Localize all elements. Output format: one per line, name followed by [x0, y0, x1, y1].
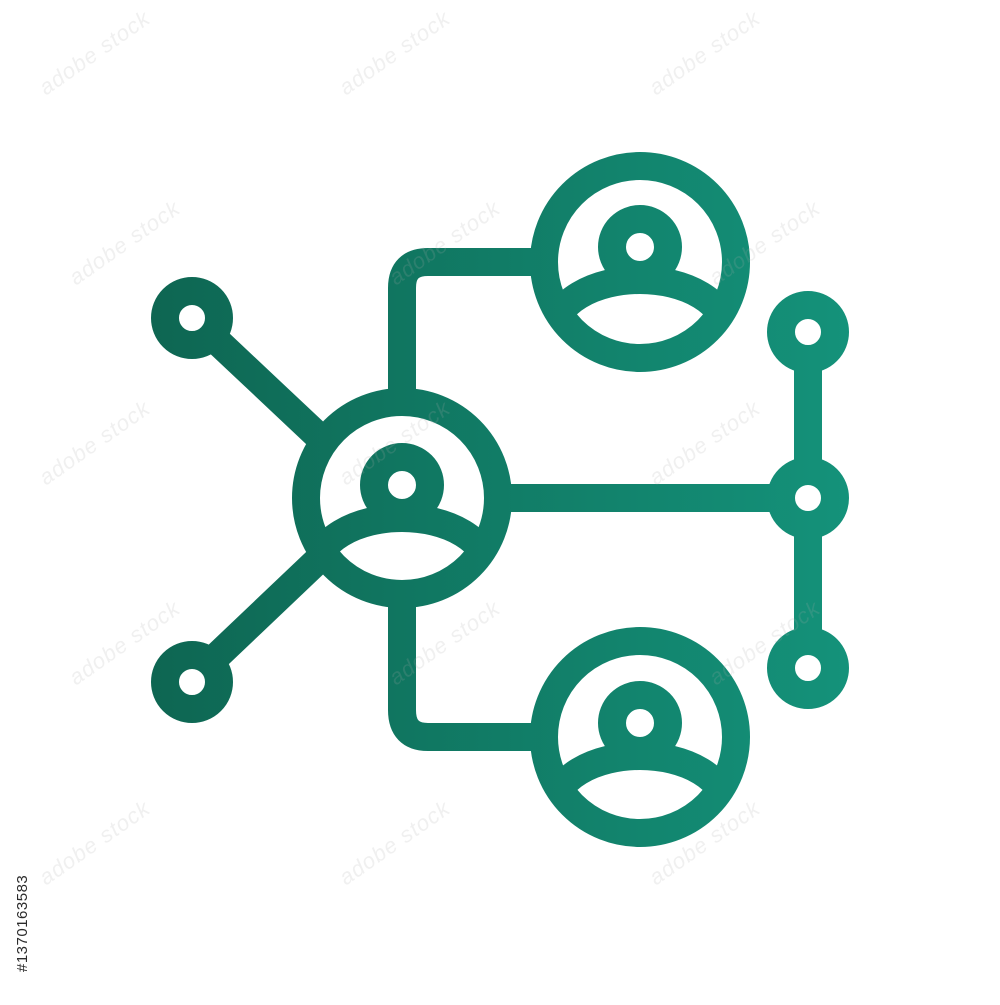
node-right-top	[767, 291, 849, 373]
user-avatar-bottom	[530, 627, 750, 847]
connector-top-user	[388, 248, 558, 416]
connector-bottom-left	[202, 546, 332, 671]
node-right-middle	[767, 457, 849, 539]
node-top-left	[151, 277, 233, 359]
stock-id-label: #1370163583	[14, 874, 31, 972]
user-avatar-center	[292, 388, 512, 608]
node-right-bottom	[767, 627, 849, 709]
user-avatar-top	[530, 152, 750, 372]
node-bottom-left	[151, 641, 233, 723]
connector-bottom-user	[388, 580, 558, 751]
connector-top-left	[202, 326, 332, 450]
